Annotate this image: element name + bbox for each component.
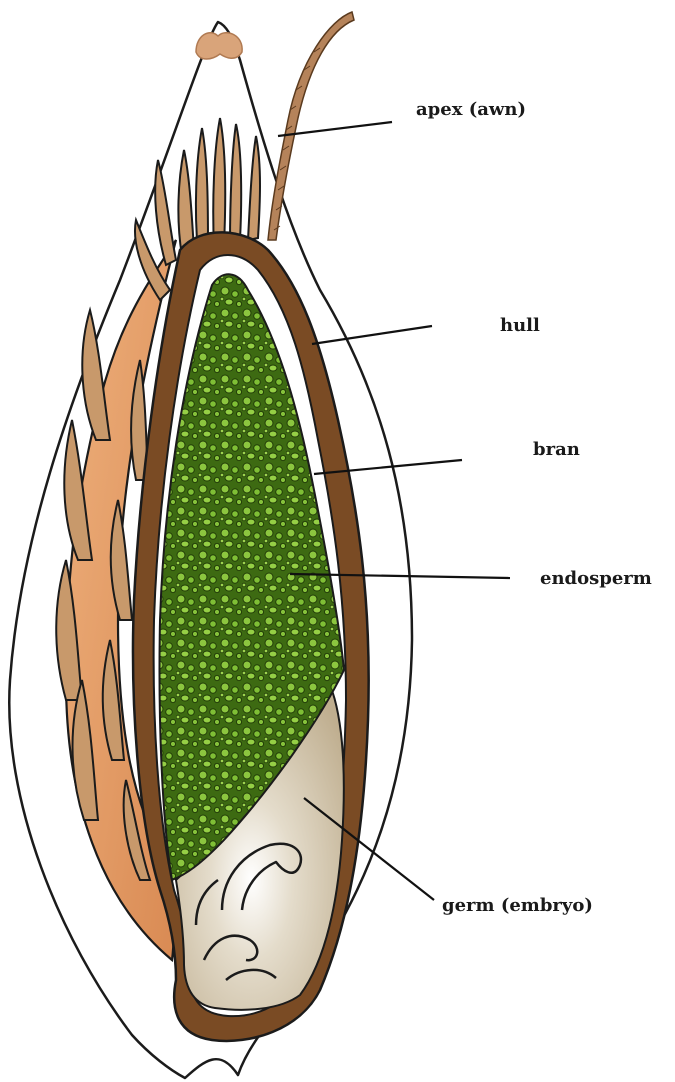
- hull-label: hull: [500, 315, 540, 336]
- apex-label: apex (awn): [416, 99, 526, 120]
- bran-label: bran: [533, 439, 580, 460]
- germ-label: germ (embryo): [442, 895, 593, 916]
- endosperm-label: endosperm: [540, 568, 652, 589]
- awn: [268, 12, 354, 240]
- apex-tip: [196, 33, 242, 59]
